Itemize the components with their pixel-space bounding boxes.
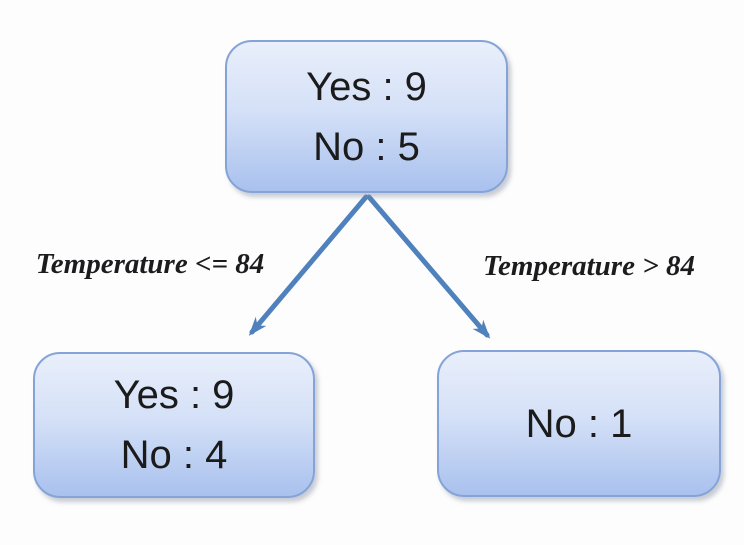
node-label-line: No : 4 [120, 433, 228, 477]
tree-node-root: Yes : 9 No : 5 [225, 40, 508, 193]
node-label-line: No : 5 [313, 124, 420, 169]
tree-node-left-child: Yes : 9 No : 4 [33, 352, 315, 498]
edge-arrow-left [248, 194, 369, 336]
edge-label-right: Temperature > 84 [482, 250, 695, 282]
edge-arrow-right [366, 194, 491, 339]
tree-node-right-child: No : 1 [437, 350, 721, 497]
node-label-line: Yes : 9 [306, 64, 427, 109]
node-label-line: Yes : 9 [113, 373, 235, 417]
edge-label-left: Temperature <= 84 [35, 248, 265, 280]
node-label-line: No : 1 [525, 401, 633, 446]
